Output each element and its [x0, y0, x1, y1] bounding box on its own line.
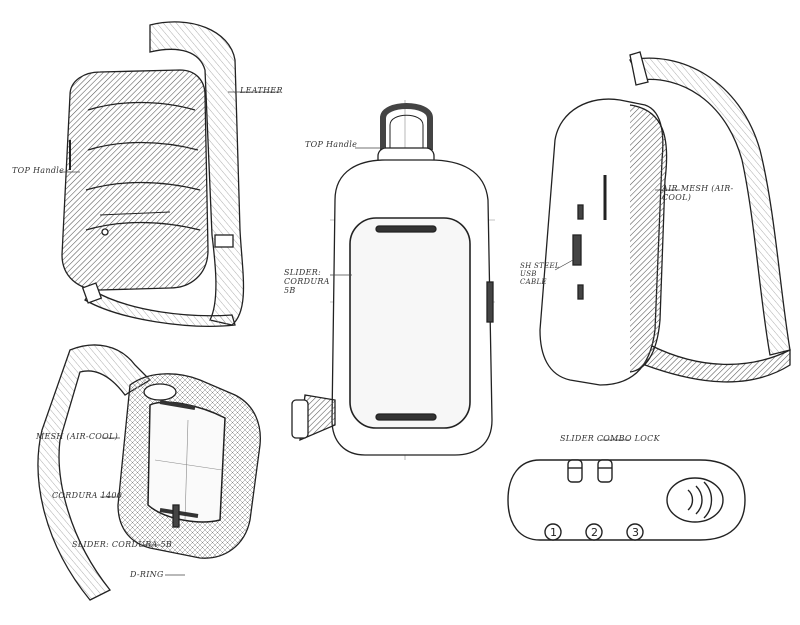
- label-air-mesh: AIR MESH (AIR-COOL): [662, 184, 734, 202]
- bag-perspective-view: [37, 344, 261, 601]
- lock-digit-2: 2: [591, 526, 598, 539]
- lock-digit-3: 3: [632, 526, 639, 539]
- combo-lock-detail: 1 2 3: [507, 459, 746, 541]
- bag-back-view: [61, 21, 245, 327]
- label-top-handle-center: TOP Handle: [305, 140, 358, 149]
- label-steel-usb: SH STEEL USB CABLE: [520, 262, 560, 286]
- label-top-handle-left: TOP Handle: [12, 166, 65, 175]
- label-leather: LEATHER: [240, 86, 283, 95]
- lock-digit-1: 1: [550, 526, 557, 539]
- bag-front-view: [291, 100, 495, 460]
- label-slider-combo-lock: SLIDER COMBO LOCK: [560, 434, 660, 443]
- bag-side-view: [539, 51, 791, 386]
- label-cordura-strap: CORDURA 1400: [52, 491, 123, 500]
- leader-lines: [60, 91, 680, 576]
- label-slider-cordura: SLIDER: CORDURA 5B: [284, 268, 330, 295]
- label-slider-cordura-bottom: SLIDER: CORDURA 5B: [72, 540, 173, 549]
- label-mesh-air-cool: MESH (AIR-COOL): [36, 432, 118, 441]
- label-d-ring: D-RING: [130, 570, 164, 579]
